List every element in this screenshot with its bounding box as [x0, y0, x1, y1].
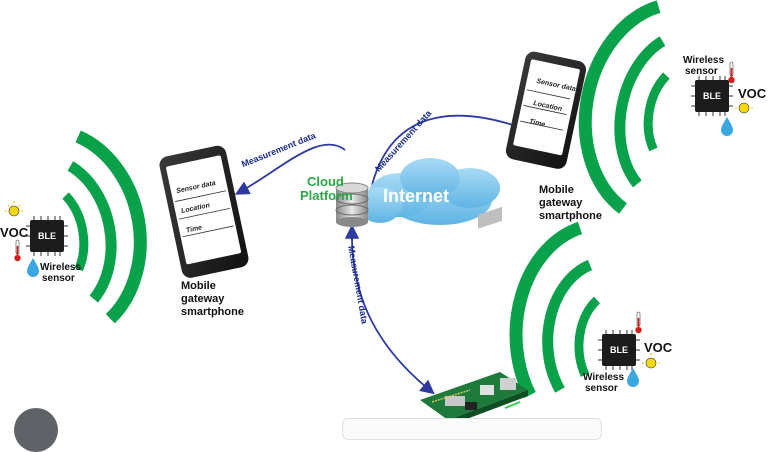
left-sensor-caption-line2: sensor: [42, 273, 75, 284]
left-chip-label: BLE: [38, 231, 56, 241]
right-phone-caption-line3: smartphone: [539, 210, 602, 222]
right-phone-caption-line1: Mobile: [539, 184, 574, 196]
iot-diagram: [5, 0, 753, 426]
right-chip-label: BLE: [703, 91, 721, 101]
database-icon: [335, 182, 369, 227]
left-ble-chip: [26, 216, 68, 256]
bottom-water-drop-icon: [627, 368, 639, 387]
right-sensor-caption: Wireless sensor: [683, 55, 724, 77]
right-sensor-caption-line1: Wireless: [683, 55, 725, 66]
left-lightbulb-icon: [5, 201, 23, 217]
viewer-bottom-bar: [342, 418, 602, 440]
left-phone-caption-line1: Mobile: [181, 280, 216, 292]
left-voc-label: VOC: [0, 225, 29, 240]
bottom-chip-label: BLE: [610, 345, 628, 355]
bottom-thermometer-icon: [635, 311, 642, 334]
left-sensor-waves: [62, 130, 147, 324]
left-phone-caption-line3: smartphone: [181, 306, 244, 318]
gateway-board: [420, 206, 528, 426]
arrow-cloud-to-right-phone: [371, 114, 526, 186]
left-water-drop-icon: [27, 258, 39, 277]
cloud-title-line2: Platform: [300, 188, 353, 203]
left-sensor-caption: Wireless sensor: [40, 262, 81, 284]
left-sensor-caption-line1: Wireless: [40, 262, 82, 273]
right-phone: [505, 51, 587, 169]
left-phone-caption: Mobile gateway smartphone: [181, 280, 244, 319]
left-phone: [159, 145, 249, 278]
left-thermometer-icon: [14, 239, 21, 262]
left-phone-caption-line2: gateway: [181, 293, 225, 305]
bottom-sensor-caption-line1: Wireless: [583, 372, 625, 383]
right-lightbulb-icon: [735, 98, 753, 114]
right-phone-caption-line2: gateway: [539, 197, 583, 209]
arrow-cloud-to-gateway: [351, 227, 435, 395]
cloud-title-line1: Cloud: [307, 174, 344, 189]
bottom-voc-label: VOC: [644, 340, 673, 355]
internet-cloud: [358, 158, 500, 225]
right-water-drop-icon: [721, 117, 733, 136]
bottom-ble-chip: [598, 330, 640, 370]
right-sensor-waves: [578, 0, 670, 214]
right-phone-caption: Mobile gateway smartphone: [539, 184, 602, 223]
arrow-cloud-to-left-phone: [234, 143, 346, 195]
bottom-lightbulb-icon: [642, 353, 660, 369]
viewer-action-button[interactable]: [14, 408, 58, 452]
internet-label: Internet: [383, 186, 450, 206]
right-voc-label: VOC: [738, 86, 767, 101]
bottom-sensor-waves: [509, 221, 601, 398]
bottom-sensor-caption-line2: sensor: [585, 383, 618, 394]
bottom-sensor-caption: Wireless sensor: [583, 372, 624, 394]
right-sensor-caption-line2: sensor: [685, 66, 718, 77]
right-ble-chip: [691, 76, 733, 116]
right-thermometer-icon: [728, 61, 735, 84]
